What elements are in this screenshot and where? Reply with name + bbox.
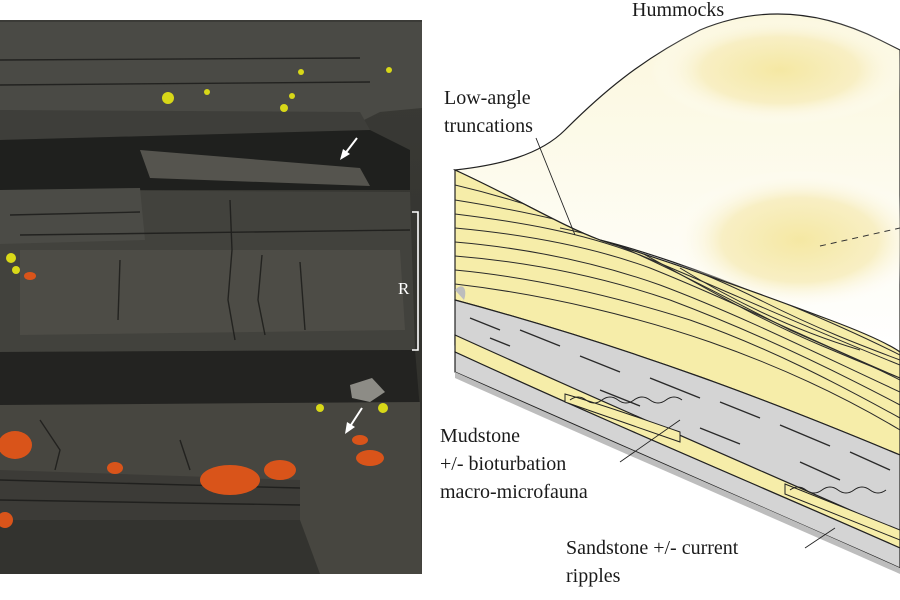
current-ripples-wave-2	[789, 486, 887, 494]
rock-bed-top	[0, 22, 422, 128]
mudstone-band-lower	[454, 351, 900, 569]
rock-bed-middle-lower	[20, 250, 405, 335]
mudstone-notch	[455, 286, 466, 300]
arrow-upper-icon	[340, 137, 358, 160]
rock-bed-middle-upper	[0, 188, 145, 244]
rock-bed-bottom	[0, 520, 320, 574]
hummock-mound-upper	[650, 15, 900, 125]
rock-dark-band	[0, 350, 420, 410]
hummock-axis-dashed	[819, 227, 900, 247]
rock-rubble	[350, 378, 385, 402]
label-hummocks: Hummocks	[632, 0, 724, 21]
outcrop-photo	[0, 20, 422, 574]
label-macro-microfauna: macro-microfauna	[440, 481, 588, 503]
current-ripples-lens	[564, 393, 681, 443]
label-low-angle: Low-angle	[444, 87, 531, 109]
label-sandstone: Sandstone +/- current	[566, 537, 739, 559]
current-ripples-lens-2	[784, 483, 900, 541]
lichen-yellow-patches	[6, 67, 392, 413]
basal-mudstone	[455, 372, 900, 574]
rock-slab-thin	[140, 150, 370, 186]
leader-lines	[535, 137, 836, 549]
arrow-lower-icon	[345, 407, 363, 434]
scale-bracket-label: R	[398, 279, 410, 298]
label-mudstone: Mudstone	[440, 425, 520, 447]
block-diagram: Hummocks Low-angle truncations Mudstone …	[440, 0, 900, 587]
label-truncations: truncations	[444, 115, 533, 137]
label-ripples: ripples	[566, 565, 621, 587]
scale-bracket	[412, 211, 419, 351]
hummock-mound-lower	[670, 170, 900, 310]
lichen-orange-patches	[0, 272, 384, 528]
current-ripples-wave-1	[569, 396, 683, 404]
mudstone-dashes	[469, 317, 891, 481]
label-bioturbation: +/- bioturbation	[440, 453, 566, 475]
